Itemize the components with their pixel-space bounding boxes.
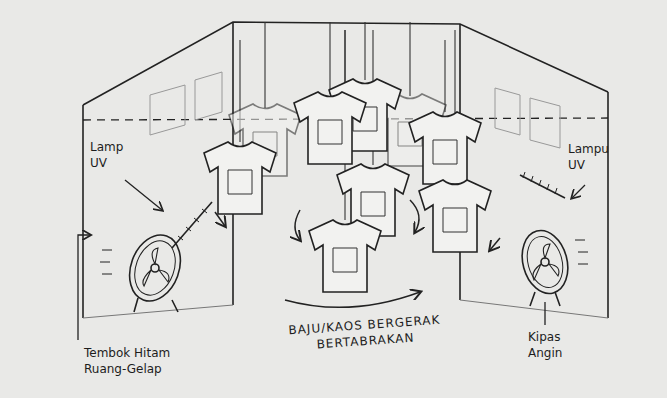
fan-label: Kipas Angin xyxy=(528,330,588,361)
motion-arrows xyxy=(215,200,500,307)
wall-note: Tembok Hitam Ruang-Gelap xyxy=(84,346,196,377)
room-outline xyxy=(83,22,608,318)
lamp-label: Lamp UV xyxy=(90,140,136,171)
lamp-label: Lampu UV xyxy=(568,142,624,173)
motion-note: BAJU/KAOS BERGERAK BERTABRAKAN xyxy=(269,311,461,355)
fans xyxy=(100,225,588,312)
leader-lines xyxy=(78,180,585,340)
uv-lamps xyxy=(172,172,565,248)
hanging-shirts xyxy=(204,79,491,292)
